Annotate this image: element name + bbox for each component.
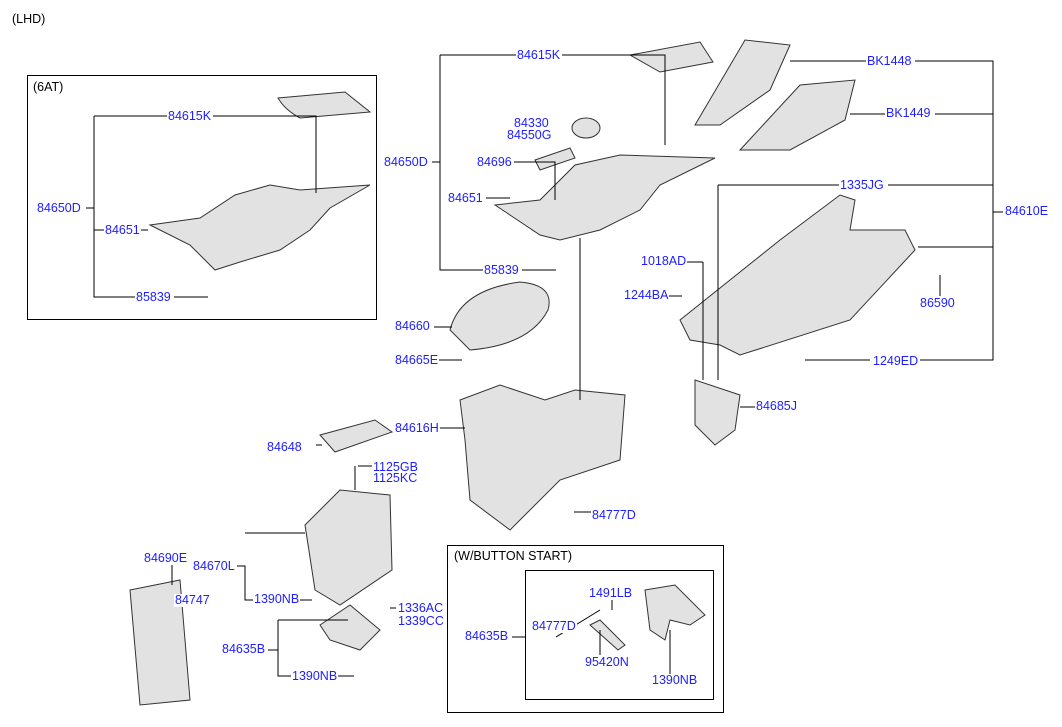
6at-title: (6AT) — [33, 80, 64, 94]
part-label[interactable]: 1339CC — [397, 614, 445, 628]
part-label[interactable]: 84635B — [221, 642, 267, 656]
part-84615k — [628, 41, 714, 73]
part-84648 — [319, 419, 394, 453]
part-84690e — [129, 579, 191, 706]
button-start-box — [447, 545, 724, 713]
part-84660 — [449, 281, 550, 351]
part-label[interactable]: BK1448 — [866, 54, 913, 68]
part-label[interactable]: 84685J — [755, 399, 799, 413]
part-label[interactable]: 85839 — [135, 290, 172, 304]
part-84696 — [534, 147, 576, 171]
part-84650d-6at — [148, 184, 371, 271]
part-label[interactable]: 84648 — [266, 440, 303, 454]
part-bk1448 — [694, 39, 791, 126]
part-label[interactable]: 84550G — [506, 128, 553, 142]
variant-label: (LHD) — [12, 12, 46, 26]
part-label[interactable]: 1249ED — [872, 354, 920, 368]
part-84635b — [319, 604, 381, 651]
part-label[interactable]: 1336AC — [397, 601, 445, 615]
part-label[interactable]: 95420N — [584, 655, 630, 669]
part-84685j — [694, 379, 741, 446]
part-label[interactable]: 1491LB — [588, 586, 634, 600]
button-start-title: (W/BUTTON START) — [454, 549, 573, 563]
button-start-inner-box — [525, 570, 714, 700]
part-label[interactable]: 84330 — [513, 116, 550, 130]
part-label[interactable]: 84650D — [36, 201, 82, 215]
part-bk1449 — [738, 79, 856, 151]
part-label[interactable]: 84696 — [476, 155, 513, 169]
part-label[interactable]: 84615K — [516, 48, 562, 62]
part-label[interactable]: 1018AD — [640, 254, 688, 268]
part-label[interactable]: 85839 — [483, 263, 520, 277]
part-label[interactable]: 84777D — [591, 508, 637, 522]
part-label[interactable]: 84670L — [192, 559, 236, 573]
part-label[interactable]: 1390NB — [253, 592, 301, 606]
part-label[interactable]: 86590 — [919, 296, 956, 310]
part-label[interactable]: BK1449 — [885, 106, 932, 120]
part-label[interactable]: 1125GB — [372, 460, 419, 474]
part-label[interactable]: 1244BA — [623, 288, 670, 302]
part-label[interactable]: 84651 — [104, 223, 141, 237]
part-label[interactable]: 84777D — [531, 619, 577, 633]
part-84615k-6at — [277, 91, 372, 119]
part-label[interactable]: 84651 — [447, 191, 484, 205]
part-label[interactable]: 84660 — [394, 319, 431, 333]
part-bracket-button — [644, 584, 706, 641]
part-84616h — [459, 384, 626, 531]
part-95420n — [589, 619, 626, 651]
part-84330 — [571, 117, 601, 139]
part-label[interactable]: 84635B — [464, 629, 510, 643]
part-label[interactable]: 84650D — [383, 155, 429, 169]
part-84610e — [679, 194, 916, 356]
part-label[interactable]: 84616H — [394, 421, 440, 435]
part-84650d — [493, 154, 716, 241]
part-label[interactable]: 1335JG — [839, 178, 885, 192]
6at-box — [27, 75, 377, 320]
part-label[interactable]: 84690E — [143, 551, 189, 565]
part-label[interactable]: 1390NB — [291, 669, 339, 683]
part-label[interactable]: 84747 — [174, 593, 211, 607]
part-label[interactable]: 84665E — [394, 353, 440, 367]
part-label[interactable]: 84610E — [1004, 204, 1050, 218]
part-label[interactable]: 84615K — [167, 109, 213, 123]
part-label[interactable]: 1390NB — [651, 673, 699, 687]
part-84670l — [304, 489, 393, 606]
part-label[interactable]: 1125KC — [372, 471, 419, 485]
